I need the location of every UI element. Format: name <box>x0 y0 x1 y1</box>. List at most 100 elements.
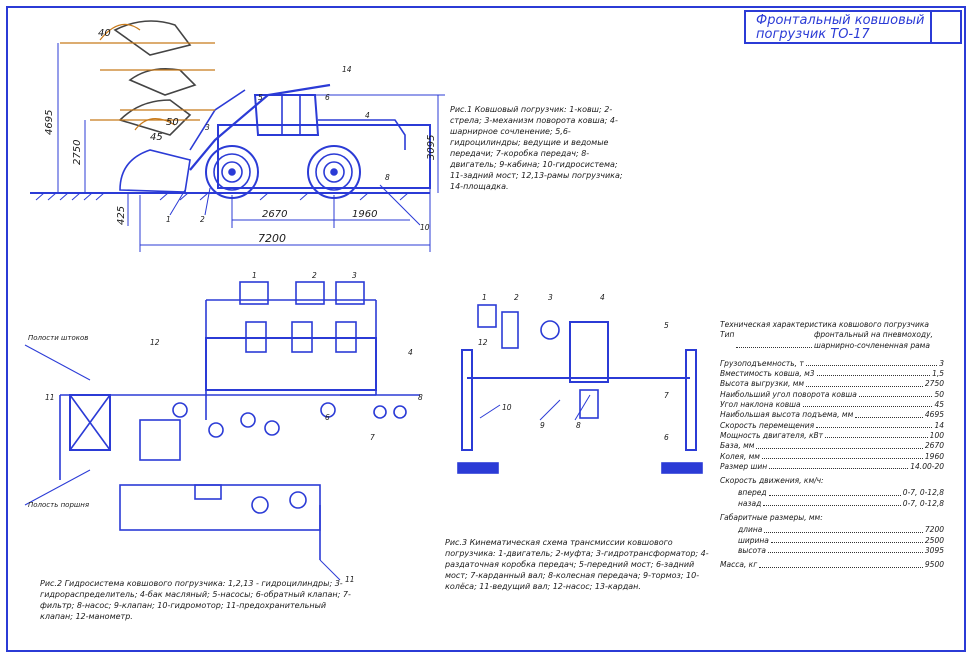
spec-leader <box>769 462 909 470</box>
leader-10-trans <box>479 404 501 419</box>
caption-fig1: Рис.1 Ковшовый погрузчик: 1-ковш; 2-стре… <box>450 105 623 191</box>
callout-t12: 12 <box>478 338 488 347</box>
caption-fig2: Рис.2 Гидросистема ковшового погрузчика:… <box>40 579 351 621</box>
pump-7 <box>373 405 387 419</box>
dim-wheelbase: 2670 <box>262 209 287 220</box>
cab <box>253 94 320 136</box>
spool-1 <box>245 321 267 353</box>
tank-cross-2 <box>69 394 111 451</box>
callout-numbers: 1 2 3 4 5 6 8 10 11 12 14 1 2 3 4 6 7 8 … <box>45 65 669 584</box>
callout-3: 3 <box>205 123 210 132</box>
leader-2 <box>204 187 211 216</box>
spec-leader <box>805 359 938 367</box>
callout-h3: 3 <box>352 271 357 280</box>
axle-left <box>461 349 473 451</box>
leader-10 <box>379 184 421 226</box>
pump-3 <box>240 412 256 428</box>
spec-key: Колея, мм <box>720 451 760 461</box>
label-piston-side: Полость поршня <box>28 501 90 509</box>
bucket-mid <box>118 99 192 136</box>
spec-value: 2750 <box>924 379 944 389</box>
spec-value: 2500 <box>924 535 944 545</box>
spec-leader <box>816 421 933 428</box>
spec-value: 1960 <box>924 451 944 461</box>
sheet-frame <box>6 6 966 652</box>
callout-8: 8 <box>385 173 390 182</box>
spec-leader <box>759 560 923 568</box>
spec-value: 9500 <box>924 560 944 570</box>
spec-value: 45 <box>934 400 944 410</box>
spec-leader <box>756 441 923 449</box>
torque-converter <box>540 320 560 340</box>
leader-8 <box>574 394 591 421</box>
angle-top-label: 40 <box>98 28 111 39</box>
pump-5 <box>251 496 269 514</box>
spec-key: Размер шин <box>720 461 768 471</box>
spec-row: Размер шин 14.00-20 <box>720 462 944 472</box>
cylinder-2 <box>295 281 325 305</box>
spec-key: Скорость перемещения <box>720 420 815 430</box>
spec-row: Колея, мм 1960 <box>720 452 944 462</box>
dim-height-mid: 2750 <box>72 140 83 165</box>
spec-value: 1,5 <box>932 369 944 379</box>
callout-14: 14 <box>342 65 352 74</box>
filter-block <box>194 484 222 500</box>
caption-fig3: Рис.3 Кинематическая схема трансмиссии к… <box>445 538 709 591</box>
dim-clearance: 425 <box>116 206 127 225</box>
spec-value: 3095 <box>924 545 944 555</box>
spec-dims-header: Габаритные размеры, мм: <box>720 513 823 523</box>
spec-key: длина <box>738 525 763 535</box>
spec-value: 14 <box>934 420 944 430</box>
spec-key: Высота выгрузки, мм <box>720 379 805 389</box>
hood-line <box>318 119 406 150</box>
spec-table: Техническая характеристика ковшового пог… <box>720 320 944 571</box>
title-line-2: погрузчик ТО-17 <box>756 27 870 42</box>
pump-8 <box>393 405 407 419</box>
angle-arc-mid <box>134 118 176 131</box>
leader-1 <box>169 189 186 216</box>
spec-value: 2670 <box>924 441 944 451</box>
spec-key: высота <box>738 545 767 555</box>
title-block-cell <box>930 12 960 42</box>
spec-type-label: Тип <box>720 330 735 340</box>
engine-block <box>477 304 497 328</box>
dimension-texts: 4695 2750 425 2670 1960 7200 3095 40 50 … <box>44 28 437 245</box>
callout-t10: 10 <box>502 403 512 412</box>
spec-row: Грузоподъемность, т 3 <box>720 359 944 369</box>
valve-block <box>139 419 181 461</box>
spool-3 <box>335 321 357 353</box>
callout-11: 11 <box>45 393 55 402</box>
callout-h7: 7 <box>370 433 375 442</box>
spec-value: 3 <box>939 358 944 368</box>
spec-key: Мощность двигателя, кВт <box>720 430 824 440</box>
spool-2 <box>291 321 313 353</box>
callout-h11: 11 <box>345 575 355 584</box>
spec-key: Наибольшая высота подъема, мм <box>720 410 854 420</box>
rear-wheel <box>307 145 361 199</box>
title-line-1: Фронтальный ковшовый <box>756 13 925 28</box>
callout-t8: 8 <box>576 421 581 430</box>
callout-2: 2 <box>200 215 205 224</box>
hydraulic-scheme <box>24 281 420 581</box>
front-wheel <box>205 145 259 199</box>
callout-t6: 6 <box>664 433 669 442</box>
spec-leader <box>736 330 812 348</box>
spec-leader <box>825 431 928 439</box>
title-block: Фронтальный ковшовый погрузчик ТО-17 <box>744 10 962 44</box>
spec-leader <box>806 379 923 387</box>
callout-t4: 4 <box>600 293 605 302</box>
label-rod-side: Полости штоков <box>28 334 89 342</box>
spec-value: 14.00-20 <box>910 461 944 471</box>
spec-key: Грузоподъемность, т <box>720 358 804 368</box>
bucket-top <box>113 20 192 56</box>
cylinder-3 <box>335 281 365 305</box>
clutch <box>501 311 519 349</box>
gearbox <box>569 321 609 383</box>
